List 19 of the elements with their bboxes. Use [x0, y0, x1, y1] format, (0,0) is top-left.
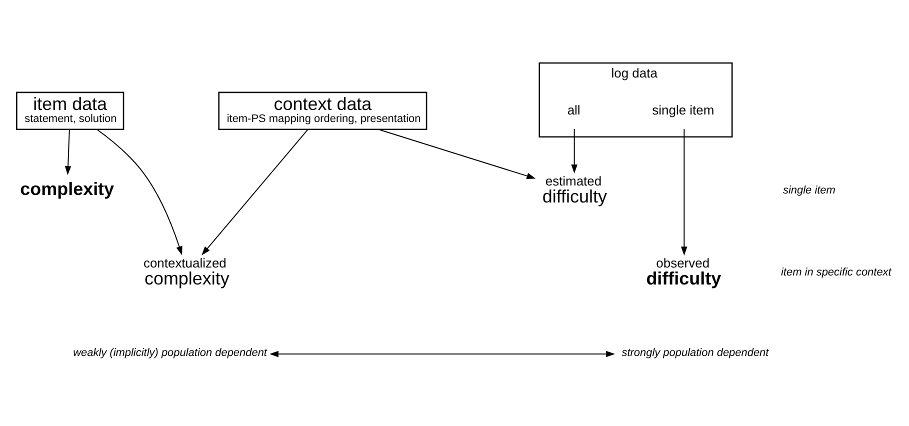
node-text: estimated difficulty [542, 173, 607, 206]
arrow [681, 128, 688, 256]
node-box: context data item-PS mapping ordering, presentation [218, 91, 428, 130]
node-text: complexity [20, 178, 114, 199]
node-text: weakly (implicitly) population dependent [73, 346, 267, 358]
arrow [202, 128, 308, 255]
label: single item [782, 184, 836, 196]
node-text: all [567, 102, 580, 117]
arrow [96, 128, 182, 255]
node-box: item data statement, solution [16, 91, 124, 130]
arrow [64, 128, 72, 175]
arrow [571, 128, 578, 174]
arrow [378, 128, 536, 178]
node-text: single item [652, 102, 714, 117]
arrow [269, 350, 616, 357]
label: item in specific context [781, 266, 892, 278]
node-text: strongly population dependent [622, 346, 769, 358]
node-text: contextualized complexity [143, 255, 230, 288]
node-text: observed difficulty [646, 255, 722, 288]
